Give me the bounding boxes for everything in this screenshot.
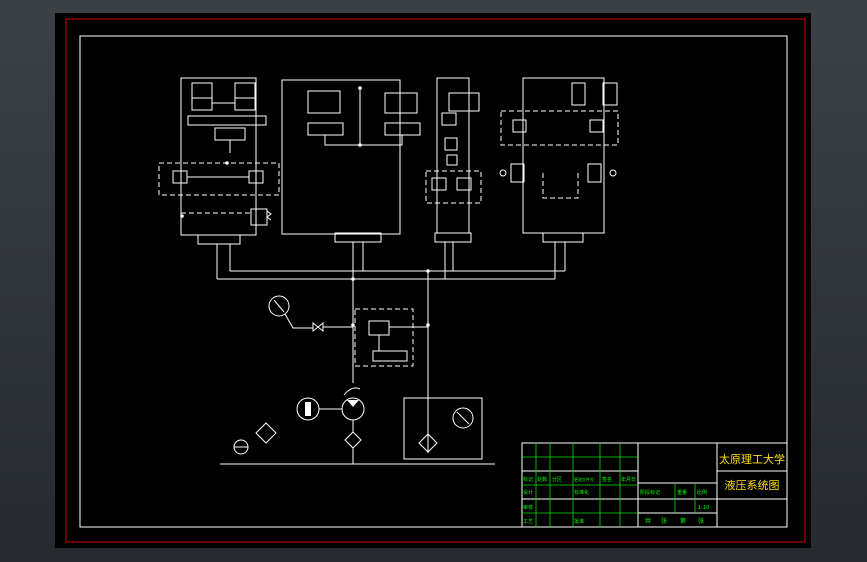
tb-cell: 工艺 [523,519,533,525]
tb-cell: 分区 [552,476,562,483]
tb-cell: 共 [645,517,651,525]
title-block: 太原理工大学 液压系统图 标记 处数 分区 更改文件号 签名 年月日 设计 标准… [521,442,788,528]
pump-motor [296,387,365,464]
tb-cell: 审核 [523,504,533,511]
tb-cell: 张 [698,517,704,525]
pressure-gauge-branch [268,295,353,333]
tb-cell: 标准化 [574,489,589,496]
tb-cell: 标记 [523,476,533,483]
actuator-group-1 [158,77,280,279]
tb-cell: 处数 [537,476,547,483]
tb-cell: 更改文件号 [574,476,594,482]
tb-cell: 年月日 [621,476,636,483]
actuator-group-2 [281,79,421,279]
tb-cell: 第 [680,517,686,525]
drawing-title: 液压系统图 [725,478,780,492]
actuator-group-4 [499,77,619,279]
manifold-lines [217,269,565,453]
inner-border [79,35,788,528]
tb-cell: 阶段标记 [640,489,660,496]
hydraulic-schematic: 太原理工大学 液压系统图 标记 处数 分区 更改文件号 签名 年月日 设计 标准… [65,18,806,543]
tb-cell: 设计 [523,489,533,496]
outer-border [65,18,806,543]
actuator-group-3 [425,77,482,279]
school-name: 太原理工大学 [719,452,785,466]
tb-cell: 重量 [677,489,687,496]
filter-and-tank [220,397,495,465]
drawing-sheet: 太原理工大学 液压系统图 标记 处数 分区 更改文件号 签名 年月日 设计 标准… [55,13,811,548]
tb-cell: 批准 [574,518,584,525]
tb-cell: 签名 [602,476,612,483]
tb-cell: 张 [661,517,667,525]
relief-valve-block [354,308,428,367]
tb-cell: 比例 [697,489,707,496]
tb-scale: 1:10 [698,505,709,511]
